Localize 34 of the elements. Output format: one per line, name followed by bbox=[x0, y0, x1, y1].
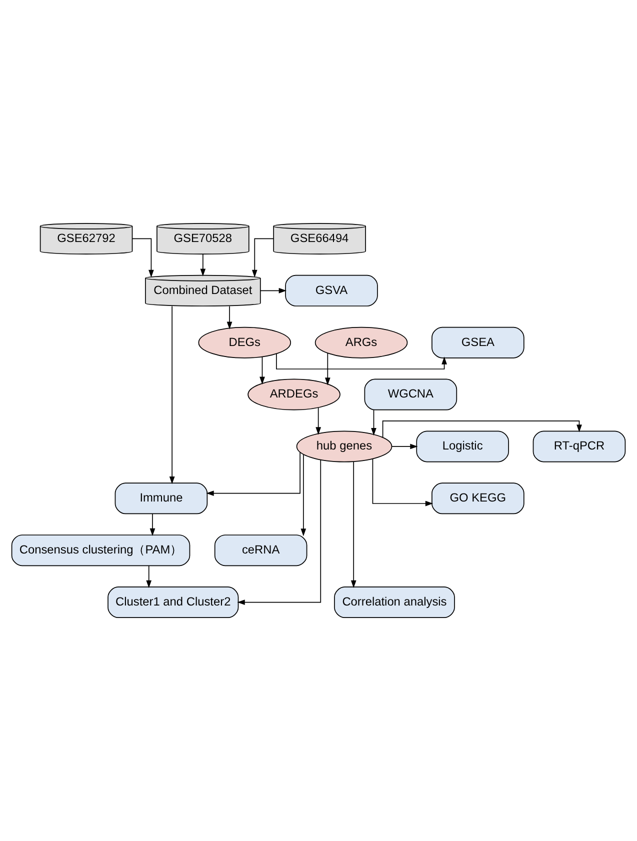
arrow bbox=[371, 410, 376, 436]
arrow bbox=[146, 566, 152, 588]
node-box: ceRNA bbox=[214, 534, 308, 566]
arrow bbox=[372, 458, 434, 506]
arrow bbox=[226, 306, 232, 330]
arrow bbox=[252, 238, 274, 278]
node-box: WGCNA bbox=[364, 378, 458, 410]
arrow bbox=[237, 460, 322, 605]
arrow bbox=[324, 352, 330, 386]
node-box: Correlation analysis bbox=[334, 586, 455, 618]
arrow bbox=[260, 356, 265, 384]
node-box: GSEA bbox=[432, 326, 524, 358]
node-box: Consensus clustering（PAM） bbox=[11, 534, 190, 566]
node-ellipse: DEGs bbox=[198, 326, 292, 358]
arrow bbox=[206, 452, 300, 496]
node-box: Logistic bbox=[416, 430, 509, 462]
node-ellipse: ARGs bbox=[314, 326, 408, 358]
arrow bbox=[150, 514, 156, 536]
node-box: Immune bbox=[114, 482, 208, 514]
node-box: GSVA bbox=[285, 274, 378, 306]
arrow bbox=[316, 407, 322, 435]
node-ellipse: hub genes bbox=[296, 430, 392, 462]
node-box: Cluster1 and Cluster2 bbox=[108, 586, 239, 618]
arrow bbox=[276, 354, 447, 370]
arrow bbox=[132, 238, 154, 278]
arrow bbox=[260, 288, 286, 294]
arrow bbox=[392, 444, 418, 450]
arrow bbox=[300, 454, 306, 536]
arrow bbox=[169, 306, 175, 484]
arrow bbox=[382, 420, 582, 438]
node-box: GO KEGG bbox=[432, 482, 524, 514]
node-box: RT-qPCR bbox=[532, 430, 626, 462]
arrow bbox=[200, 254, 206, 276]
arrow bbox=[350, 461, 356, 588]
